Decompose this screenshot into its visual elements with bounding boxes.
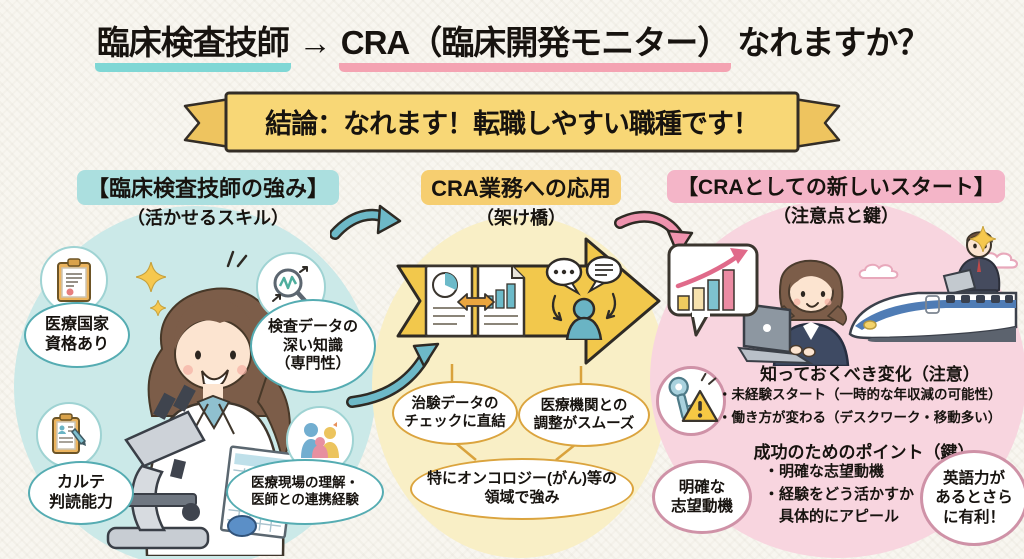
middle-subheading: （架け橋） xyxy=(476,208,566,228)
flow-arrow-left-top xyxy=(330,204,402,240)
points-heading: 成功のためのポイント（鍵） xyxy=(753,443,975,462)
middle-section-header: CRA業務への応用 xyxy=(378,170,664,205)
emphasis-lines-icon xyxy=(226,250,248,268)
sparkle-icon-small xyxy=(150,300,166,316)
skill-bubble-karte: カルテ 判読能力 xyxy=(28,461,134,525)
growth-chart-bubble-icon xyxy=(667,243,759,337)
magnifier-data-icon xyxy=(256,252,326,322)
page-title: 臨床検査技師→CRA（臨床開発モニター）なれますか？ xyxy=(0,16,1024,72)
left-section-header: 【臨床検査技師の強み】 xyxy=(8,170,408,205)
bubble-clear-motivation: 明確な 志望動機 xyxy=(652,460,752,534)
lab-technician-illustration xyxy=(106,287,296,556)
cra-woman-laptop-illustration xyxy=(737,259,850,366)
points-items: ・明確な志望動機 ・経験をどう活かすか 具体的にアピール xyxy=(764,463,915,525)
right-heading: 【CRAとしての新しいスタート】 xyxy=(667,170,1005,203)
right-subheading: （注意点と鍵） xyxy=(773,206,899,226)
bubble-english-advantage: 英語力が あるとさら に有利！ xyxy=(920,450,1024,546)
sparkle-icon xyxy=(136,262,166,292)
left-subheading: （活かせるスキル） xyxy=(127,208,289,228)
ribbon-shape xyxy=(183,91,841,153)
right-section-header: 【CRAとしての新しいスタート】 xyxy=(648,170,1024,203)
skill-bubble-field-experience: 医療現場の理解・ 医師との連携経験 xyxy=(226,459,384,525)
bubble-connector-lines xyxy=(450,364,583,461)
shinkansen-with-businessman-illustration xyxy=(848,231,1018,342)
key-warning-icon xyxy=(656,366,726,436)
cloud-icon xyxy=(858,263,899,279)
communication-icon xyxy=(545,255,623,340)
changes-items: ・未経験スタート（一時的な年収減の可能性） ・働き方が変わる（デスクワーク・移動… xyxy=(718,387,1002,425)
document-compare-icon xyxy=(424,264,526,338)
application-bubble-oncology: 特にオンコロジー(がん)等の 領域で強み xyxy=(410,458,634,520)
title-question: なれますか？ xyxy=(737,24,930,61)
skill-bubble-knowledge: 検査データの 深い知識 （専門性） xyxy=(250,299,376,393)
application-bubble-coordination: 医療機関との 調整がスムーズ xyxy=(518,383,650,447)
conclusion-ribbon: 結論：なれます！転職しやすい職種です！ xyxy=(182,90,842,156)
changes-heading: 知っておくべき変化（注意） xyxy=(760,365,980,384)
title-target-role: CRA（臨床開発モニター） xyxy=(338,16,732,72)
sparkle-icon xyxy=(970,226,996,252)
application-bubble-data-check: 治験データの チェックに直結 xyxy=(392,381,518,445)
title-arrow-glyph: → xyxy=(298,24,332,61)
left-heading: 【臨床検査技師の強み】 xyxy=(76,170,339,205)
middle-heading: CRA業務への応用 xyxy=(421,170,621,205)
flow-arrow-left-bottom xyxy=(346,342,440,408)
conclusion-text: 結論：なれます！転職しやすい職種です！ xyxy=(265,108,760,139)
skill-bubble-license: 医療国家 資格あり xyxy=(24,302,130,368)
title-source-role: 臨床検査技師 xyxy=(94,16,291,72)
clipboard-pen-icon xyxy=(36,402,102,468)
